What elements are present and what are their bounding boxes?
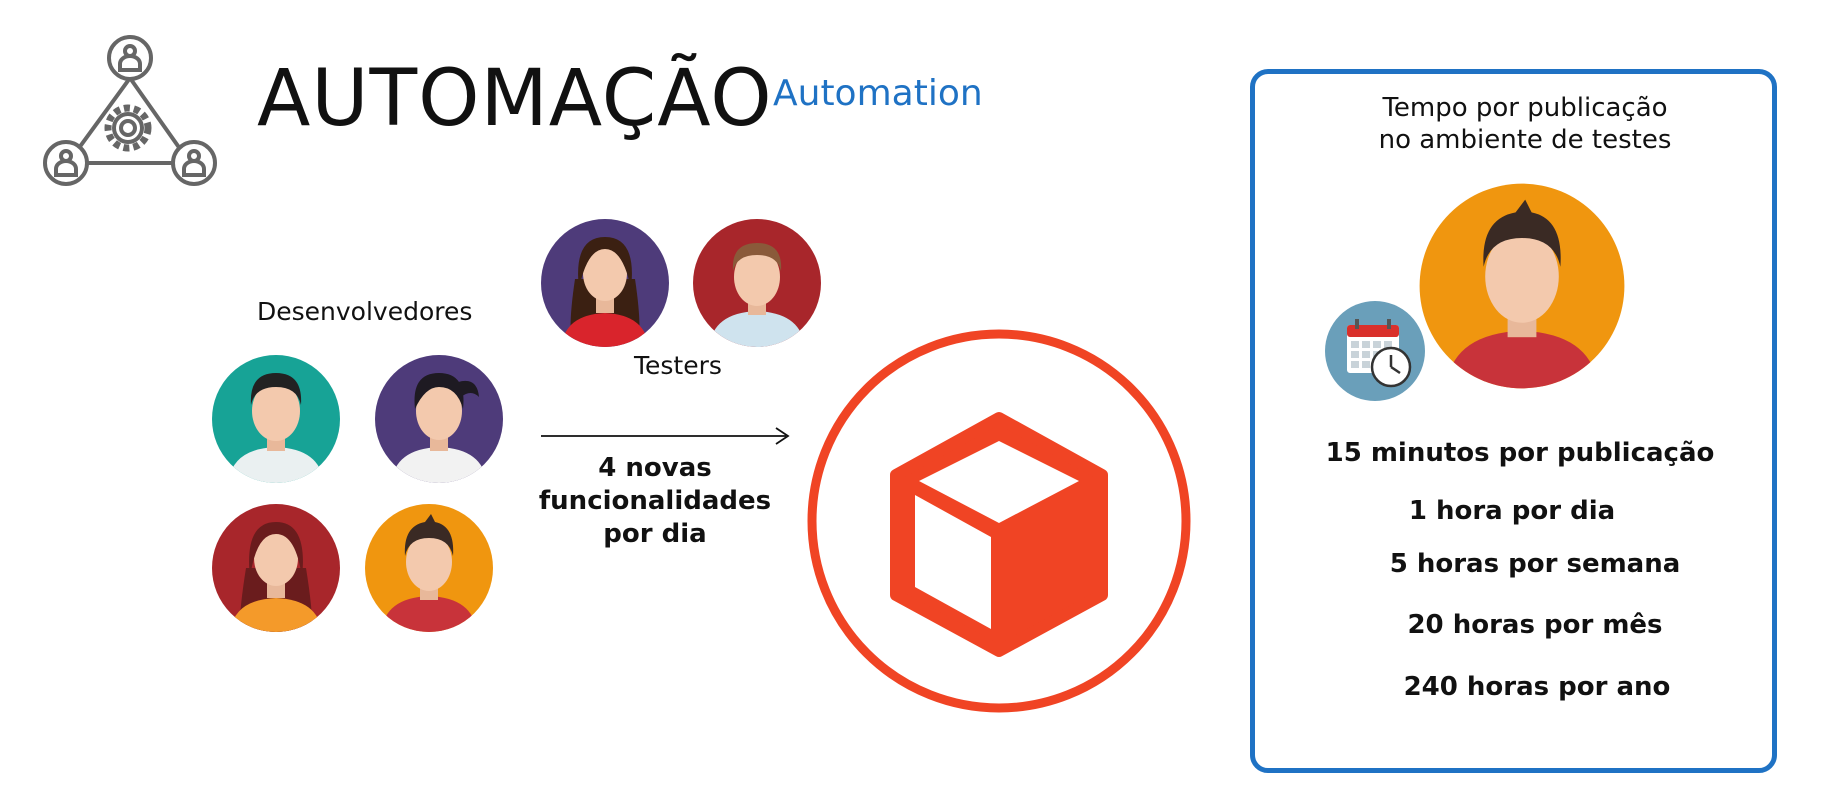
stat-per-year: 240 horas por ano — [1403, 672, 1671, 702]
stat-per-day: 1 hora por dia — [1408, 496, 1616, 526]
avatar-developer-4 — [365, 504, 493, 632]
stat-per-month: 20 horas por mês — [1407, 610, 1663, 640]
avatar-tester-2 — [693, 219, 821, 347]
developers-label: Desenvolvedores — [257, 297, 473, 326]
avatar-developer-2 — [375, 355, 503, 483]
avatar-tester-1 — [541, 219, 669, 347]
testers-label: Testers — [634, 351, 722, 380]
arrow-note: 4 novas funcionalidades por dia — [530, 452, 780, 551]
panel-title-line-1: Tempo por publicação — [1382, 93, 1668, 123]
team-gear-icon — [43, 35, 217, 186]
page-subtitle: Automation — [773, 73, 983, 114]
stat-per-week: 5 horas por semana — [1389, 549, 1681, 579]
arrow-note-line-3: por dia — [603, 519, 707, 549]
calendar-clock-icon — [1325, 301, 1425, 401]
avatar-developer-1 — [212, 355, 340, 483]
flow-arrow — [541, 427, 790, 445]
stat-per-publication: 15 minutos por publicação — [1325, 438, 1715, 468]
panel-title-line-2: no ambiente de testes — [1378, 125, 1672, 155]
arrow-note-line-1: 4 novas — [598, 453, 712, 483]
avatar-developer-3 — [212, 504, 340, 632]
summary-panel — [1250, 69, 1777, 773]
panel-title: Tempo por publicação no ambiente de test… — [1300, 92, 1750, 156]
page-title: AUTOMAÇÃO — [257, 54, 773, 144]
package-box-icon — [807, 329, 1191, 713]
arrow-note-line-2: funcionalidades — [538, 486, 772, 516]
